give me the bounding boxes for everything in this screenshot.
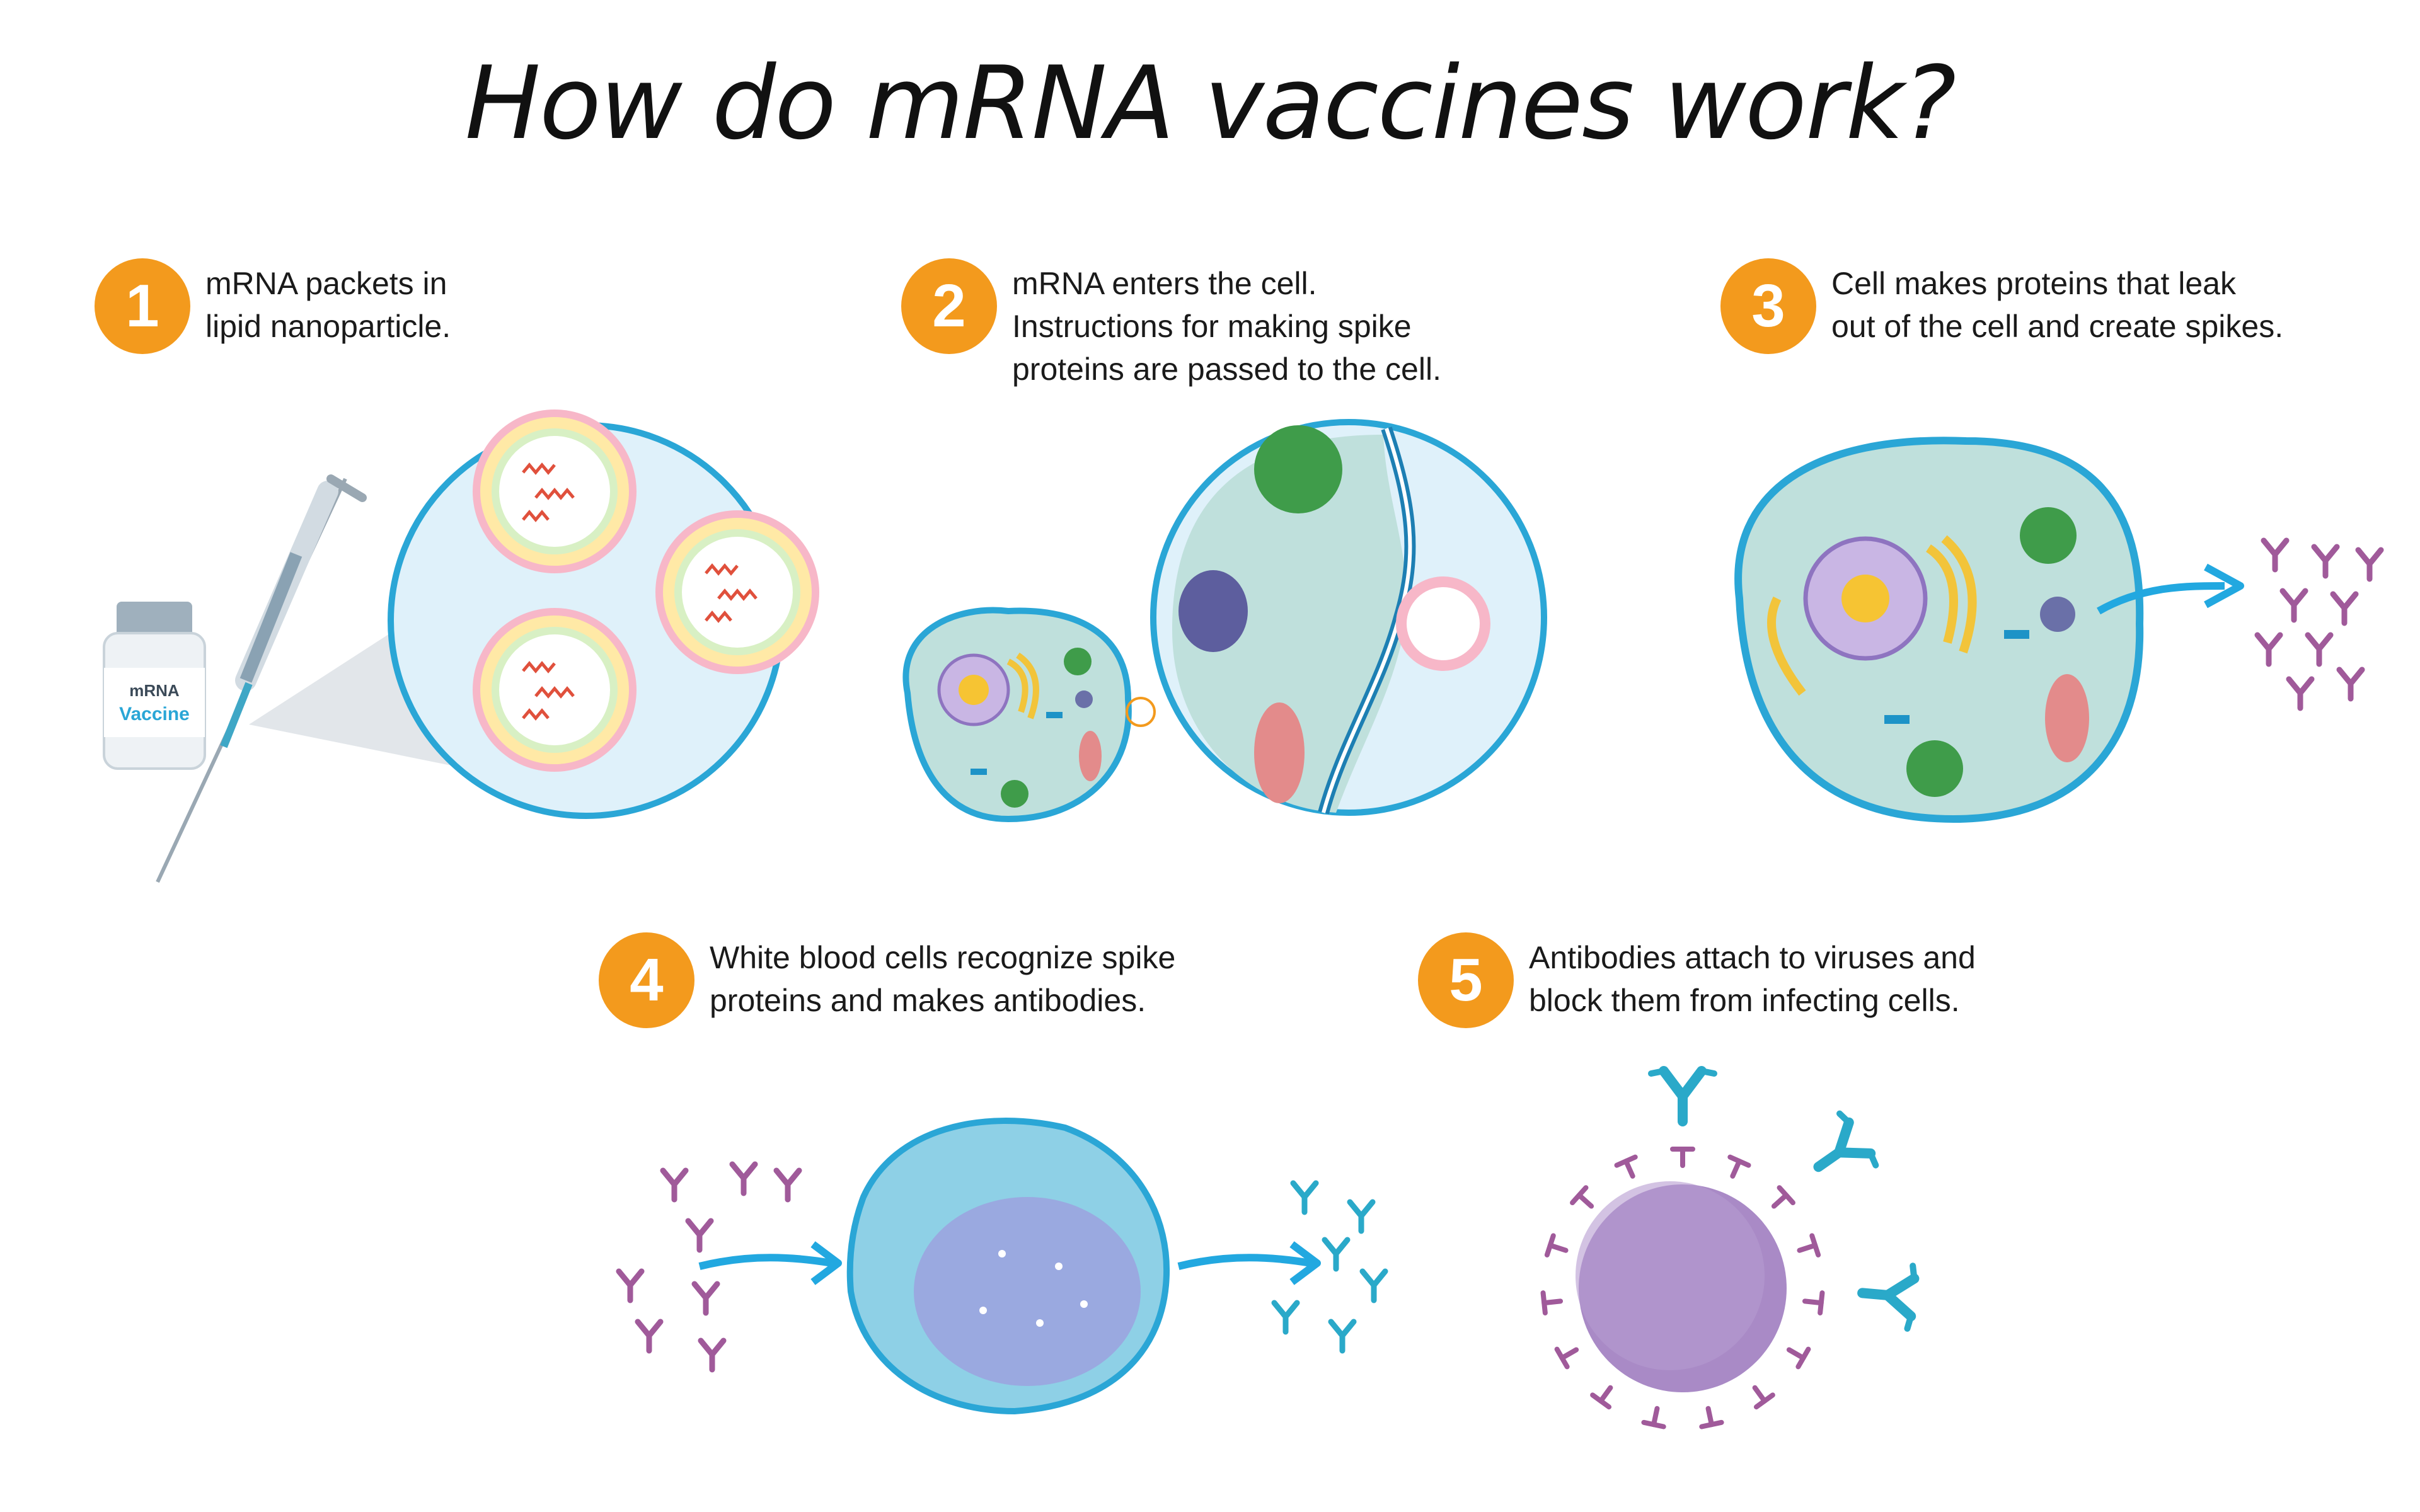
step-4-badge: 4 <box>599 932 694 1028</box>
cell-membrane-zoom-circle <box>1150 419 1547 816</box>
step-5-badge: 5 <box>1418 932 1514 1028</box>
vial-label-line1: mRNA <box>129 681 180 700</box>
step-2-badge: 2 <box>901 258 997 354</box>
step-3-badge: 3 <box>1720 258 1816 354</box>
small-cell <box>902 607 1132 823</box>
vial-label-line2: Vaccine <box>119 704 190 724</box>
step-1-text: mRNA packets in lipid nanoparticle. <box>205 266 451 344</box>
spike-proteins-released <box>2257 541 2381 708</box>
step-3: 3 Cell makes proteins that leak out of t… <box>1720 258 2283 354</box>
step-1: 1 mRNA packets in lipid nanoparticle. <box>95 258 451 354</box>
arrow-icon <box>1177 1254 1311 1270</box>
arrow-icon <box>698 1254 833 1270</box>
page-title: How do mRNA vaccines work? <box>464 44 1957 162</box>
step-2: 2 mRNA enters the cell. Instructions for… <box>901 258 1441 391</box>
entry-point-marker <box>1126 697 1156 727</box>
produced-antibodies <box>1274 1183 1385 1351</box>
protein-producing-cell <box>1734 437 2144 823</box>
syringe <box>156 474 367 883</box>
step-4-text: White blood cells recognize spike protei… <box>710 940 1176 1018</box>
virus <box>1543 1149 1823 1426</box>
lipid-nanoparticle <box>655 510 819 674</box>
arrow-icon <box>2097 582 2225 615</box>
step-3-text: Cell makes proteins that leak out of the… <box>1831 266 2284 344</box>
step-4: 4 White blood cells recognize spike prot… <box>599 932 1175 1028</box>
step-2-text: mRNA enters the cell. Instructions for m… <box>1012 266 1441 387</box>
lipid-nanoparticle <box>473 608 637 772</box>
white-blood-cell <box>846 1118 1170 1415</box>
step-5: 5 Antibodies attach to viruses and block… <box>1418 932 1976 1028</box>
arrow-head-icon <box>2204 563 2244 609</box>
nanoparticle-zoom-circle <box>388 410 819 819</box>
step-5-text: Antibodies attach to viruses and block t… <box>1529 940 1976 1018</box>
lipid-nanoparticle <box>473 410 637 573</box>
vaccine-vial: mRNA Vaccine <box>103 602 206 770</box>
step-1-badge: 1 <box>95 258 190 354</box>
